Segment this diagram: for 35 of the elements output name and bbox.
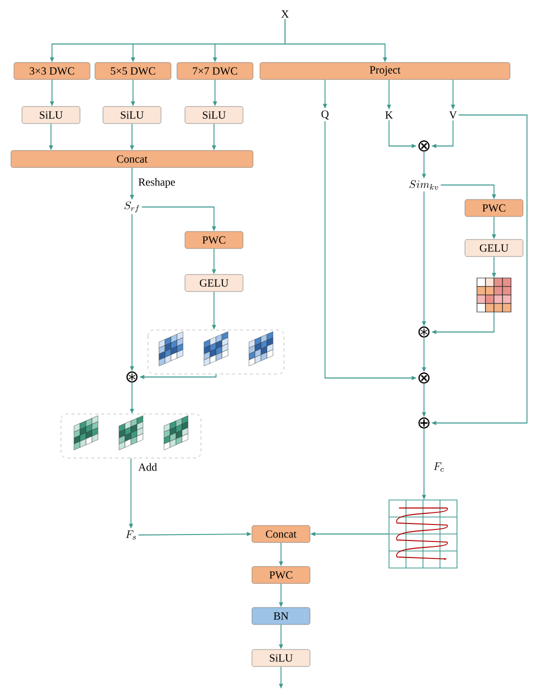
kernel-drawing	[60, 414, 202, 458]
operator-symbol: ⊛	[126, 371, 138, 383]
operator-symbol: ⊗	[418, 372, 430, 384]
process-box: SiLU	[252, 649, 310, 667]
variable-label: $S_{rf}$	[124, 201, 140, 212]
process-box: Concat	[10, 150, 254, 168]
process-box: SiLU	[102, 106, 162, 124]
process-box: GELU	[184, 274, 244, 292]
process-box: 7×7 DWC	[176, 62, 254, 80]
edge-label: $F_{c}$	[432, 461, 446, 473]
process-box: GELU	[464, 239, 524, 257]
process-box: BN	[252, 607, 310, 625]
process-box: PWC	[252, 566, 310, 584]
operator-symbol: ⊛	[418, 326, 430, 338]
process-box: 3×3 DWC	[14, 62, 90, 80]
process-box: PWC	[184, 231, 244, 249]
variable-label: $F_{s}$	[126, 530, 136, 540]
edge-label: Reshape	[137, 177, 176, 189]
operator-symbol: ⊗	[418, 140, 430, 152]
variable-label: V	[449, 111, 457, 119]
variable-label: K	[385, 111, 393, 119]
matrix-drawing	[476, 278, 512, 312]
variable-label: X	[281, 10, 289, 18]
variable-label: $Sim_{kv}$	[409, 180, 438, 190]
scan-grid-drawing	[388, 500, 458, 568]
process-box: PWC	[464, 199, 524, 217]
kernel-drawing	[148, 330, 284, 374]
process-box: Concat	[252, 525, 310, 543]
process-box: SiLU	[184, 106, 244, 124]
process-box: SiLU	[22, 106, 80, 124]
process-box: 5×5 DWC	[94, 62, 172, 80]
operator-symbol: ⊕	[418, 417, 430, 429]
process-box: Project	[260, 62, 510, 80]
edge-label: Add	[137, 462, 158, 472]
variable-label: Q	[322, 110, 329, 120]
